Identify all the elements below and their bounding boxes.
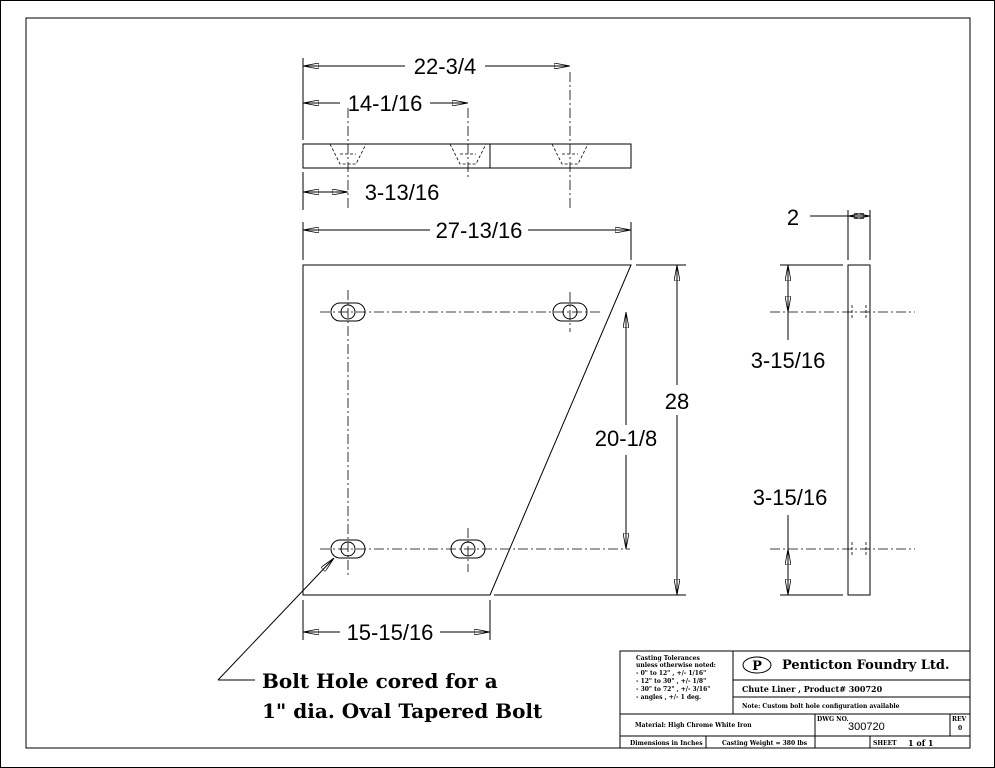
dwg-no: 300720 <box>848 721 885 733</box>
dim-3-15-16-lower: 3-15/16 <box>753 485 828 595</box>
rev-label: REV <box>952 716 967 723</box>
dimensions-unit: Dimensions in Inches <box>630 740 703 747</box>
dwg-no-label: DWG NO. <box>817 716 849 723</box>
inner-frame <box>25 17 971 749</box>
company-name: Penticton Foundry Ltd. <box>782 658 950 673</box>
dim-label-top-offset: 3-13/16 <box>365 180 440 205</box>
rev-value: 0 <box>958 725 962 732</box>
note-line-2: 1" dia. Oval Tapered Bolt <box>262 699 543 723</box>
title-block: Casting Tolerances unless otherwise note… <box>619 650 971 749</box>
dim-28: 28 <box>494 264 689 596</box>
product-name: Chute Liner , Product# 300720 <box>742 684 883 694</box>
top-view-outline <box>302 143 632 169</box>
dim-14-1-16: 14-1/16 <box>303 91 468 116</box>
material: Material: High Chrome White Iron <box>635 722 752 729</box>
dim-3-15-16-upper: 3-15/16 <box>751 265 826 373</box>
casting-weight: Casting Weight = 380 lbs <box>722 740 808 747</box>
bolt-hole-lower-left <box>330 539 366 559</box>
note-line-1: Bolt Hole cored for a <box>262 669 498 693</box>
dim-label-side-lower: 3-15/16 <box>753 485 828 510</box>
sheet-label: SHEET <box>873 740 897 747</box>
bolt-hole-upper-left <box>330 302 366 322</box>
logo-letter: P <box>752 659 762 674</box>
side-view <box>770 210 915 596</box>
tolerance-line-4: - 12" to 30" , +/- 1/8" <box>636 678 706 685</box>
bolt-hole-note: Bolt Hole cored for a 1" dia. Oval Taper… <box>217 557 543 723</box>
dim-27-13-16: 27-13/16 <box>302 218 632 260</box>
dim-label-top-partial: 14-1/16 <box>348 91 423 116</box>
dim-label-side-thickness: 2 <box>787 205 799 230</box>
tolerance-line-3: - 0" to 12" , +/- 1/16" <box>636 670 706 677</box>
dim-label-front-width: 27-13/16 <box>436 218 523 243</box>
front-view <box>302 264 632 596</box>
tolerance-line-1: Casting Tolerances <box>636 655 700 662</box>
front-view-outline <box>302 264 632 596</box>
dim-label-top-overall: 22-3/4 <box>414 54 476 79</box>
dim-label-bottom-width: 15-15/16 <box>347 620 434 645</box>
dim-22-3-4: 22-3/4 <box>303 54 570 79</box>
tolerance-line-2: unless otherwise noted: <box>636 662 716 669</box>
sheet-value: 1 of 1 <box>908 738 933 748</box>
company-logo: P <box>742 656 772 674</box>
dim-20-1-8: 20-1/8 <box>595 312 657 549</box>
dim-2: 2 <box>787 205 870 230</box>
dim-15-15-16: 15-15/16 <box>302 600 491 645</box>
dim-3-13-16: 3-13/16 <box>303 180 439 205</box>
tolerance-line-6: - angles , +/- 1 deg. <box>636 694 701 701</box>
bolt-hole-lower-middle <box>450 539 486 559</box>
bolt-hole-upper-right <box>552 302 588 322</box>
dim-label-hole-spacing: 20-1/8 <box>595 426 657 451</box>
dim-label-front-height: 28 <box>665 389 689 414</box>
drawing-note: Note: Custom bolt hole configuration ava… <box>742 703 900 710</box>
side-view-outline <box>847 264 871 596</box>
tolerance-line-5: - 30" to 72" , +/- 3/16" <box>636 686 710 693</box>
top-view <box>302 58 632 210</box>
dim-label-side-upper: 3-15/16 <box>751 348 826 373</box>
